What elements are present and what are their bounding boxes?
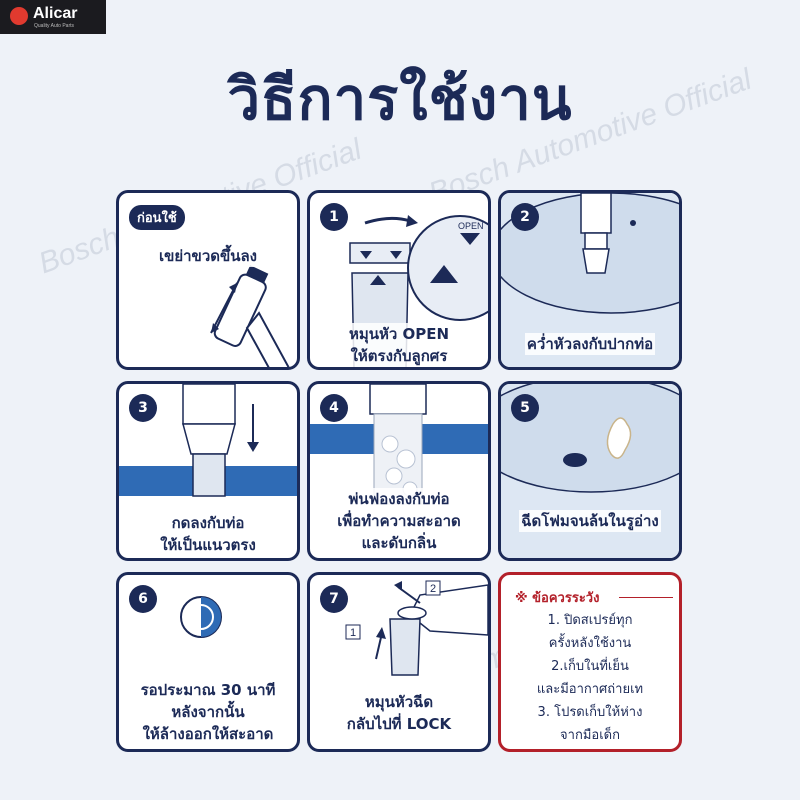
press-down-illustration bbox=[119, 384, 297, 497]
warning-line: 1. ปิดสเปรย์ทุก bbox=[547, 613, 633, 628]
warning-line: จากมือเด็ก bbox=[560, 728, 620, 743]
step-card-2: 2 คว่ำหัวลงกับปากท่อ bbox=[498, 190, 682, 370]
warning-line: ครั้งหลังใช้งาน bbox=[548, 636, 632, 651]
caption-line: ให้ล้างออกให้สะอาด bbox=[140, 723, 276, 745]
step-card-7: 1 2 7 หมุนหัวฉีด กลับไปที่ LOCK bbox=[307, 572, 491, 752]
step-badge: 7 bbox=[320, 585, 348, 613]
logo-mark-icon bbox=[10, 7, 28, 25]
warning-line: และมีอากาศถ่ายเท bbox=[536, 682, 644, 697]
brand-logo: Alicar Quality Auto Parts bbox=[0, 0, 106, 34]
caption-line: ให้ตรงกับลูกศร bbox=[348, 345, 450, 367]
brand-name: Alicar bbox=[33, 5, 78, 22]
mark-1-label: 1 bbox=[350, 627, 356, 639]
step-card-6: 6 รอประมาณ 30 นาที หลังจากนั้น ให้ล้างออ… bbox=[116, 572, 300, 752]
warning-title: ※ ข้อควรระวัง bbox=[515, 591, 600, 606]
step-card-before: ก่อนใช้ เขย่าขวดขึ้นลง bbox=[116, 190, 300, 370]
step-badge: 5 bbox=[511, 394, 539, 422]
caption-line: และดับกลิ่น bbox=[359, 532, 439, 554]
caption-line: หมุนหัวฉีด bbox=[362, 691, 436, 713]
step-badge: 6 bbox=[129, 585, 157, 613]
step-badge: 3 bbox=[129, 394, 157, 422]
step-badge: 4 bbox=[320, 394, 348, 422]
caption-line: กลับไปที่ LOCK bbox=[344, 713, 454, 735]
caption-line: หลังจากนั้น bbox=[169, 701, 247, 723]
step-badge: 1 bbox=[320, 203, 348, 231]
mark-2-label: 2 bbox=[430, 583, 436, 595]
step-caption: รอประมาณ 30 นาที หลังจากนั้น ให้ล้างออกใ… bbox=[123, 679, 293, 745]
step-caption: ฉีดโฟมจนล้นในรูอ่าง bbox=[505, 510, 675, 532]
step-card-4: 4 พ่นฟองลงกับท่อ เพื่อทำความสะอาด และดับ… bbox=[307, 381, 491, 561]
step-caption: พ่นฟองลงกับท่อ เพื่อทำความสะอาด และดับกล… bbox=[314, 488, 484, 554]
page-title: วิธีการใช้งาน bbox=[227, 65, 573, 133]
step-card-5: 5 ฉีดโฟมจนล้นในรูอ่าง bbox=[498, 381, 682, 561]
step-caption: หมุนหัวฉีด กลับไปที่ LOCK bbox=[314, 691, 484, 735]
brand-tagline: Quality Auto Parts bbox=[34, 23, 75, 29]
step-caption: กดลงกับท่อ ให้เป็นแนวตรง bbox=[123, 512, 293, 556]
step-badge: 2 bbox=[511, 203, 539, 231]
shake-bottle-illustration bbox=[210, 265, 290, 367]
caption-line: ให้เป็นแนวตรง bbox=[158, 534, 258, 556]
warning-line: 2.เก็บในที่เย็น bbox=[551, 659, 629, 674]
caption-line: ฉีดโฟมจนล้นในรูอ่าง bbox=[519, 510, 661, 532]
caption-line: กดลงกับท่อ bbox=[169, 512, 247, 534]
step-caption: คว่ำหัวลงกับปากท่อ bbox=[505, 333, 675, 355]
warning-list: 1. ปิดสเปรย์ทุก ครั้งหลังใช้งาน 2.เก็บใน… bbox=[507, 609, 673, 747]
timer-illustration bbox=[180, 596, 222, 638]
step-badge: ก่อนใช้ bbox=[129, 205, 185, 230]
caption-line: หมุนหัว OPEN bbox=[346, 323, 452, 345]
caption-line: เพื่อทำความสะอาด bbox=[335, 510, 463, 532]
caption-line: รอประมาณ 30 นาที bbox=[138, 679, 278, 701]
step-caption: หมุนหัว OPEN ให้ตรงกับลูกศร bbox=[314, 323, 484, 367]
rotate-lock-illustration: 1 2 bbox=[345, 580, 488, 676]
step-card-1: OPEN 1 หมุนหัว OPEN ให้ตรงกับลูกศร bbox=[307, 190, 491, 370]
warning-divider bbox=[619, 597, 673, 598]
warning-card: ※ ข้อควรระวัง 1. ปิดสเปรย์ทุก ครั้งหลังใ… bbox=[498, 572, 682, 752]
caption-line: คว่ำหัวลงกับปากท่อ bbox=[524, 333, 656, 355]
open-label: OPEN bbox=[458, 221, 484, 231]
warning-line: 3. โปรดเก็บให้ห่าง bbox=[537, 705, 643, 720]
caption-line: เขย่าขวดขึ้นลง bbox=[156, 245, 260, 267]
step-caption: เขย่าขวดขึ้นลง bbox=[123, 245, 293, 267]
caption-line: พ่นฟองลงกับท่อ bbox=[346, 488, 452, 510]
step-card-3: 3 กดลงกับท่อ ให้เป็นแนวตรง bbox=[116, 381, 300, 561]
